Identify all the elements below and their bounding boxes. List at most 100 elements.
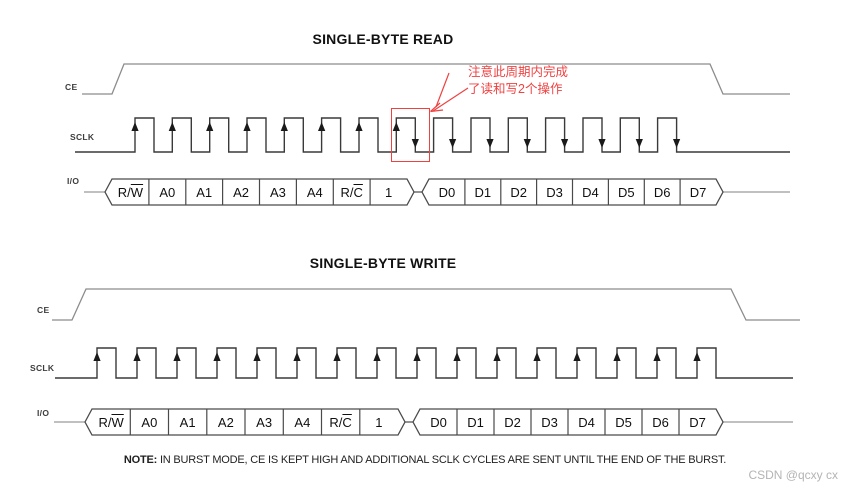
sclk-signal-label: SCLK	[70, 132, 95, 142]
io-signal-label: I/O	[67, 176, 80, 186]
clock-edge-up-arrow-icon	[693, 352, 701, 361]
io-cell: A4	[283, 409, 321, 435]
io-cell-text: A4	[294, 414, 311, 430]
io-cell-overline-text: C	[342, 414, 352, 430]
io-cell-text: D0	[438, 184, 456, 200]
clock-edge-down-arrow-icon	[635, 139, 643, 148]
ce-waveform	[52, 288, 800, 321]
clock-edge-up-arrow-icon	[253, 352, 261, 361]
clock-edge-down-arrow-icon	[523, 139, 531, 148]
io-bus-capsule	[421, 178, 724, 206]
note-label: NOTE:	[123, 454, 158, 466]
annotation-arrow	[435, 72, 450, 108]
io-cell: D7	[679, 409, 716, 435]
io-cell: R/C	[333, 179, 370, 205]
clock-edge-down-arrow-icon	[598, 139, 606, 148]
clock-edge-up-arrow-icon	[213, 352, 221, 361]
io-cell-text: D3	[546, 184, 563, 200]
clock-edge-down-arrow-icon	[561, 139, 569, 148]
io-cell-text: D1	[474, 184, 492, 200]
annotation-highlight-box	[391, 108, 431, 162]
clock-edge-down-arrow-icon	[411, 139, 419, 148]
io-cell: A2	[223, 179, 260, 205]
io-cell-text: R/	[98, 414, 112, 430]
annotation-arrow	[430, 102, 441, 112]
clock-edge-up-arrow-icon	[93, 352, 101, 361]
clock-edge-up-arrow-icon	[318, 122, 326, 131]
io-cell: D1	[457, 409, 494, 435]
io-cell-text: D4	[582, 184, 599, 200]
annotation-arrow	[432, 87, 469, 112]
io-cell: D3	[537, 179, 573, 205]
io-cell-text: D6	[652, 414, 669, 430]
clock-edge-up-arrow-icon	[355, 122, 363, 131]
io-cell: D5	[605, 409, 642, 435]
clock-edge-up-arrow-icon	[453, 352, 461, 361]
io-cell-text: A2	[217, 414, 234, 430]
sclk-waveform	[55, 347, 793, 379]
io-cell-overline-text: W	[111, 414, 124, 430]
burst-mode-note: NOTE: IN BURST MODE, CE IS KEPT HIGH AND…	[0, 454, 850, 466]
io-cell: D6	[642, 409, 679, 435]
clock-edge-up-arrow-icon	[573, 352, 581, 361]
clock-edge-up-arrow-icon	[373, 352, 381, 361]
io-cell-text: A4	[306, 184, 323, 200]
io-cell: D3	[531, 409, 568, 435]
io-cell: D6	[644, 179, 680, 205]
annotation-text: 注意此周期内完成 了读和写2个操作	[468, 64, 568, 98]
clock-edge-up-arrow-icon	[280, 122, 288, 131]
io-cell: D0	[420, 409, 457, 435]
clock-edge-up-arrow-icon	[173, 352, 181, 361]
io-cell-text: 1	[375, 414, 383, 430]
io-cell: 1	[360, 409, 398, 435]
io-cell-text: A0	[159, 184, 176, 200]
io-signal-label: I/O	[37, 408, 50, 418]
io-cell: D7	[680, 179, 716, 205]
io-cell: 1	[370, 179, 407, 205]
ce-signal-label: CE	[65, 82, 78, 92]
read-section-title: SINGLE-BYTE READ	[312, 31, 454, 47]
io-cell-text: 1	[384, 184, 393, 200]
io-cell-text: D1	[467, 414, 484, 430]
io-cell-text: R/	[329, 414, 343, 430]
io-cell: D5	[608, 179, 644, 205]
io-cell-text: A3	[256, 414, 273, 430]
clock-edge-up-arrow-icon	[168, 122, 176, 131]
io-bus-capsule	[412, 408, 724, 436]
clock-edge-up-arrow-icon	[533, 352, 541, 361]
io-cell: D2	[501, 179, 537, 205]
clock-edge-up-arrow-icon	[493, 352, 501, 361]
io-cell: D2	[494, 409, 531, 435]
io-cell-text: D3	[541, 414, 558, 430]
io-cell-text: R/	[117, 184, 131, 200]
io-cell-text: A3	[269, 184, 286, 200]
io-cell-overline-text: C	[353, 184, 363, 200]
io-bus-capsule	[104, 178, 415, 206]
io-bus-capsule	[84, 408, 406, 436]
note-text: IN BURST MODE, CE IS KEPT HIGH AND ADDIT…	[157, 454, 727, 466]
clock-edge-down-arrow-icon	[673, 139, 681, 148]
io-cell: R/W	[92, 409, 130, 435]
io-cell-text: D2	[504, 414, 521, 430]
ce-signal-label: CE	[37, 305, 50, 315]
io-cell-text: D6	[653, 184, 671, 200]
clock-edge-up-arrow-icon	[293, 352, 301, 361]
io-cell: R/C	[322, 409, 360, 435]
clock-edge-up-arrow-icon	[392, 122, 400, 131]
ce-waveform	[82, 63, 790, 95]
io-cell-text: D5	[615, 414, 632, 430]
io-cell-text: D7	[689, 184, 707, 200]
io-cell: A1	[186, 179, 223, 205]
io-cell: A1	[169, 409, 207, 435]
clock-edge-up-arrow-icon	[413, 352, 421, 361]
io-cell-overline-text: W	[130, 184, 144, 200]
io-cell-text: D4	[578, 414, 595, 430]
io-cell-text: D7	[689, 414, 706, 430]
io-cell: D1	[465, 179, 501, 205]
clock-edge-down-arrow-icon	[449, 139, 457, 148]
io-cell: D0	[429, 179, 465, 205]
clock-edge-up-arrow-icon	[613, 352, 621, 361]
io-cell: D4	[573, 179, 609, 205]
